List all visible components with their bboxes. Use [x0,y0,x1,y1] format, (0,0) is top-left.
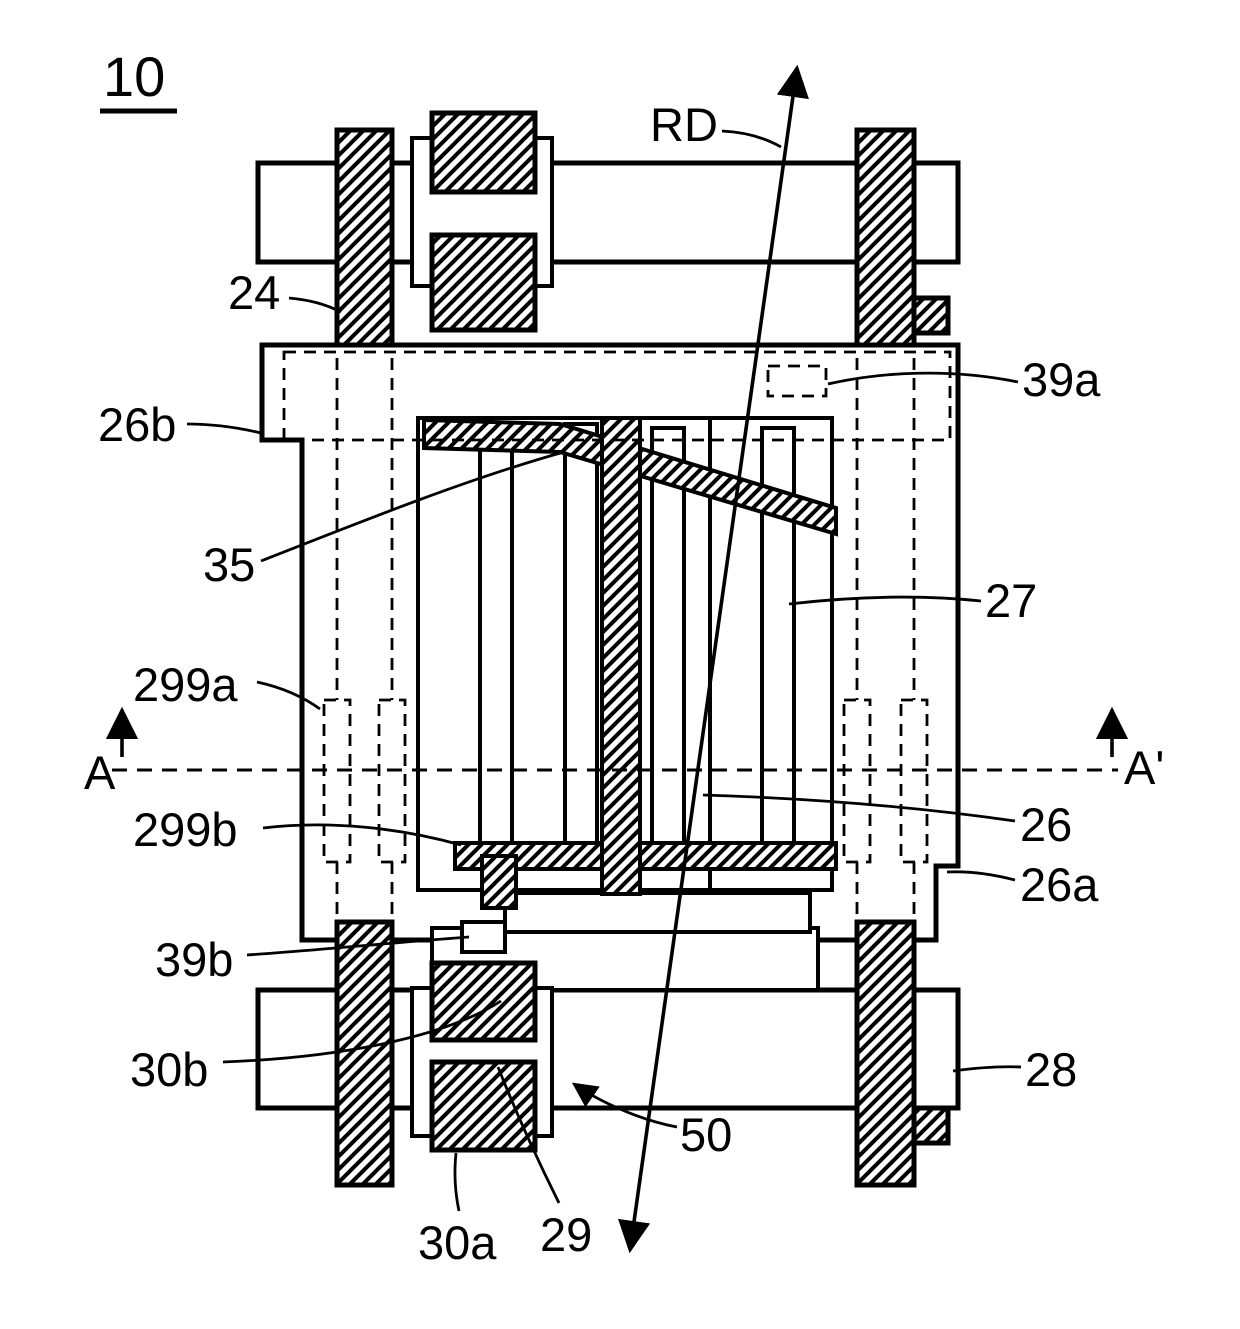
label-39a: 39a [1022,353,1101,406]
comb-connector-top [422,417,838,537]
leader-29 [496,1066,561,1204]
label-30a: 30a [418,1216,497,1269]
leader-35 [260,450,565,563]
label-rd: RD [650,98,718,151]
tft-upper-electrode [503,891,812,934]
label-35: 35 [203,538,255,591]
leader-26 [702,793,1016,823]
label-299b: 299b [133,803,238,856]
top-capacitor-pad-upper [429,110,538,195]
rubbing-direction-arrow [618,64,809,1254]
contact-slot-right-2 [899,698,929,864]
label-27: 27 [985,574,1037,627]
bottom-capacitor-pad-lower [429,1059,538,1153]
comb-center-bar [600,416,642,896]
figure-number: 10 [103,45,165,108]
comb-finger [650,426,686,868]
leader-299a [256,680,321,711]
leader-27 [788,595,982,606]
reference-labels: 10 RD 24 39a 26b 35 27 299a A A' 299b 26… [84,45,1164,1269]
label-299a: 299a [133,658,238,711]
top-capacitor-pad-lower [429,232,538,333]
leader-39a [827,371,1019,386]
top-capacitor [410,110,554,333]
label-28: 28 [1025,1043,1077,1096]
label-29: 29 [540,1208,592,1261]
leader-rd [721,129,782,149]
comb-electrode [416,416,838,910]
label-30b: 30b [130,1043,208,1096]
comb-finger [563,422,599,868]
leader-50-arrow [571,1082,678,1129]
leader-lines [186,129,1022,1212]
leader-299b [262,823,462,847]
leader-39b [246,935,470,957]
comb-finger [478,428,514,868]
contact-slot-right-1 [842,698,872,864]
vertical-line-top-right [854,127,917,348]
vertical-line-top-right-tab [911,295,951,336]
hidden-band-top [282,350,952,442]
label-26b: 26b [98,398,176,451]
bottom-capacitor-pad-upper [429,960,538,1043]
label-50: 50 [680,1108,732,1161]
label-a-right: A' [1124,741,1164,794]
leader-24 [288,296,342,314]
label-a-left: A [84,746,116,799]
section-line-AA [105,706,1129,772]
label-24: 24 [228,266,280,319]
leader-28 [952,1065,1022,1073]
vertical-line-bottom-right-tab [911,1105,951,1146]
label-39b: 39b [155,933,233,986]
label-26: 26 [1020,798,1072,851]
vertical-signal-lines [334,127,951,1188]
vertical-line-top-left [334,127,395,348]
vertical-line-bottom-right [854,919,917,1188]
leader-26b [186,422,262,435]
leader-26a [946,870,1016,882]
vertical-line-bottom-left [334,919,395,1188]
comb-bottom-stub [480,854,518,910]
contact-slot-299a [322,698,352,864]
leader-30a [453,1152,461,1212]
label-26a: 26a [1020,858,1099,911]
contact-slot-299b [377,698,407,864]
leader-30b [222,999,502,1064]
contact-pad-39b [460,920,507,954]
